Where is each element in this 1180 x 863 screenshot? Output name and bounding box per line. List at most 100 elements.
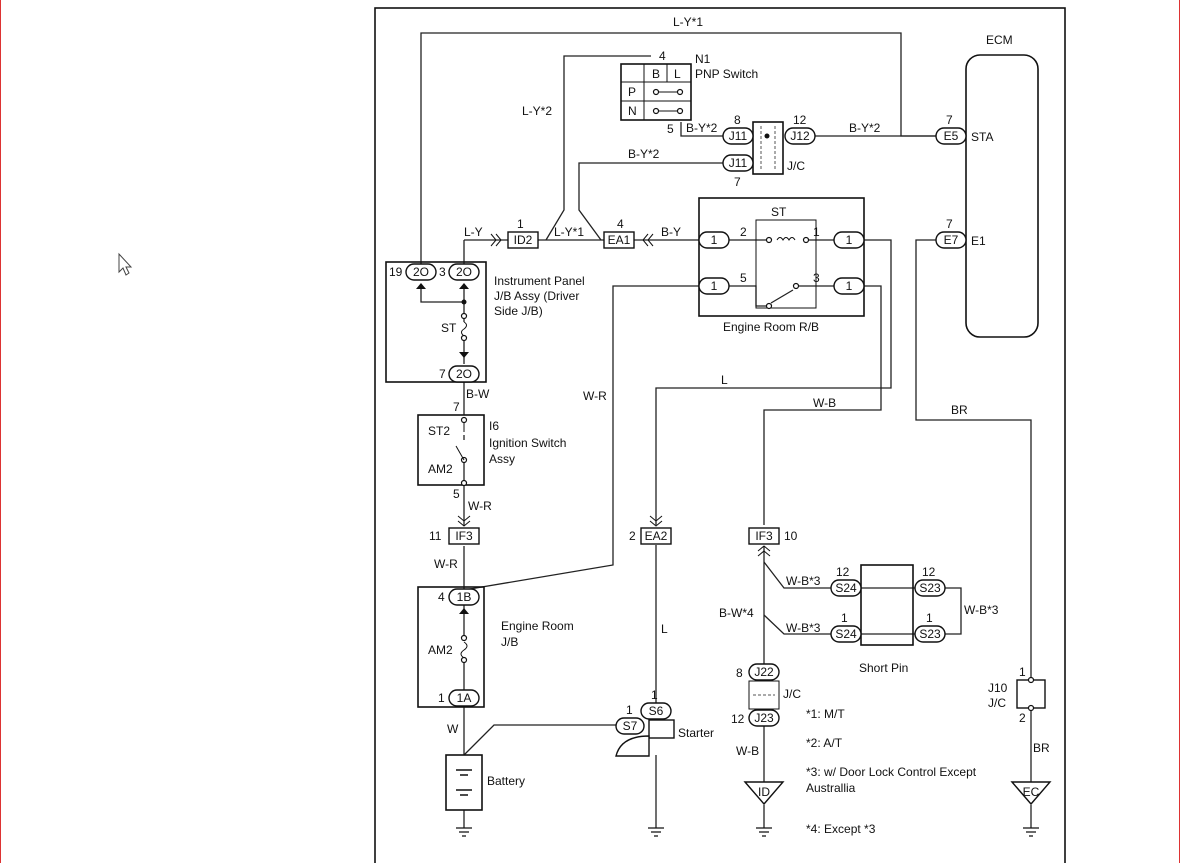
erjb-conn-1a: 1A [457, 691, 472, 705]
note-2: *2: A/T [806, 736, 843, 750]
sp-s24-b: S24 [835, 627, 857, 641]
note-1: *1: M/T [806, 707, 845, 721]
ecm-conn-e7: E7 [944, 233, 959, 247]
conn-ea2: EA2 [645, 529, 668, 543]
ign-am2: AM2 [428, 462, 453, 476]
wire-br-a: BR [951, 403, 968, 417]
sp-s24-a: S24 [835, 581, 857, 595]
erb-pin1-right: 1 [846, 233, 853, 247]
jc2-label: J/C [783, 687, 801, 701]
wire-wb-bottom: W-B [736, 744, 759, 758]
wire-bw4: B-W*4 [719, 606, 754, 620]
sp-s23-a: S23 [919, 581, 941, 595]
wire-w: W [447, 722, 459, 736]
jc3-pin2: 2 [1019, 711, 1026, 725]
erjb-name-2: J/B [501, 635, 518, 649]
wire-wb: W-B [813, 396, 836, 410]
conn-ea1: EA1 [608, 233, 631, 247]
starter-s7: S7 [623, 719, 638, 733]
wire-bw: B-W [466, 387, 490, 401]
pnp-col-l: L [674, 67, 681, 81]
wire-wr-b: W-R [434, 557, 458, 571]
erb-pin5: 5 [740, 271, 747, 285]
ipjb-pin-19: 19 [389, 265, 403, 279]
jc2-j22: J22 [754, 665, 774, 679]
diagram-frame [374, 7, 1066, 863]
ipjb-pin-3: 3 [439, 265, 446, 279]
erb-pin1: 1 [813, 225, 820, 239]
wire-by2-c: B-Y*2 [628, 147, 660, 161]
ecm-pin-e5-no: 7 [946, 113, 953, 127]
starter-s6: S6 [649, 704, 664, 718]
jc1-j11b: J11 [729, 156, 748, 170]
note-3b: Australlia [806, 781, 856, 795]
pnp-row-n: N [628, 104, 637, 118]
conn-ea1-pin: 4 [617, 217, 624, 231]
engine-room-relay-block: ST 1 1 1 1 2 1 5 3 Engine Room R/B [698, 197, 865, 334]
starter-label: Starter [678, 726, 714, 740]
sp-pin12-b: 12 [922, 565, 936, 579]
pnp-code: N1 [695, 52, 711, 66]
engine-room-jb: 1B 4 AM2 1A 1 Engine Room J/B [417, 586, 574, 708]
erb-pin1-left: 1 [711, 233, 718, 247]
ign-name-1: Ignition Switch [489, 436, 566, 450]
jc2-j23: J23 [754, 711, 774, 725]
erb-pin2: 2 [740, 225, 747, 239]
jc1-pin-7: 7 [734, 175, 741, 189]
wires [420, 32, 1032, 828]
short-pin: S24 S23 S24 S23 12 12 1 1 Short Pin [830, 564, 946, 675]
conn-id2-pin: 1 [517, 217, 524, 231]
sp-s23-b: S23 [919, 627, 941, 641]
footnotes: *1: M/T *2: A/T *3: w/ Door Lock Control… [806, 707, 977, 836]
pnp-name: PNP Switch [695, 67, 758, 81]
jc3-code: J10 [988, 681, 1008, 695]
wire-by2-b: B-Y*2 [849, 121, 881, 135]
junction-connector-j22-j23: J22 J23 8 12 J/C [731, 663, 801, 727]
junction-connector-j10: 1 2 J10 J/C [988, 665, 1046, 725]
battery-label: Battery [487, 774, 525, 788]
conn-if3-right: IF3 [755, 529, 773, 543]
note-3a: *3: w/ Door Lock Control Except [806, 765, 977, 779]
wire-ly1: L-Y*1 [554, 225, 584, 239]
battery: Battery [445, 754, 525, 811]
ground-id: ID [758, 785, 770, 799]
wire-labels: L-Y*1 L-Y*2 B-Y*2 B-Y*2 B-Y*2 L-Y L-Y*1 … [434, 15, 1050, 758]
mouse-cursor-icon [118, 252, 133, 276]
ecm-pin-e1: E1 [971, 234, 986, 248]
sp-pin1-a: 1 [841, 611, 848, 625]
ipjb-conn-3: 2O [456, 265, 472, 279]
wire-ly: L-Y [464, 225, 483, 239]
ecm-title: ECM [986, 33, 1013, 47]
jc1-j12: J12 [790, 129, 810, 143]
jc1-pin-12: 12 [793, 113, 807, 127]
ecm-conn-e5: E5 [944, 129, 959, 143]
jc2-pin8: 8 [736, 666, 743, 680]
ign-pin-5: 5 [453, 487, 460, 501]
erjb-conn-1b: 1B [457, 590, 472, 604]
pnp-col-b: B [652, 67, 660, 81]
wire-l-b: L [661, 622, 668, 636]
ign-name-2: Assy [489, 452, 515, 466]
starter-pin-s6: 1 [651, 688, 658, 702]
inline-connectors: ID2 1 EA1 4 IF3 11 EA2 2 IF3 10 [429, 217, 798, 557]
jc1-pin-8: 8 [734, 113, 741, 127]
ign-pin-7: 7 [453, 400, 460, 414]
ipjb-pin-7: 7 [439, 367, 446, 381]
ipjb-fuse: ST [441, 321, 457, 335]
erb-pin3: 3 [813, 271, 820, 285]
wire-wb3-b: W-B*3 [786, 621, 821, 635]
wire-wr-a: W-R [468, 499, 492, 513]
conn-if3-right-pin: 10 [784, 529, 798, 543]
ipjb-name-2: J/B Assy (Driver [494, 289, 579, 303]
conn-if3-left: IF3 [455, 529, 473, 543]
sp-pin1-b: 1 [926, 611, 933, 625]
ground-symbols: ID EC [456, 781, 1052, 837]
conn-if3-left-pin: 11 [429, 529, 442, 543]
starter-motor: S6 S7 1 1 Starter [615, 688, 714, 757]
ecm-pin-sta: STA [971, 130, 993, 144]
pnp-pin-top: 4 [659, 49, 666, 63]
ipjb-conn-7: 2O [456, 367, 472, 381]
wire-wb3-c: W-B*3 [964, 603, 999, 617]
ign-code: I6 [489, 419, 499, 433]
